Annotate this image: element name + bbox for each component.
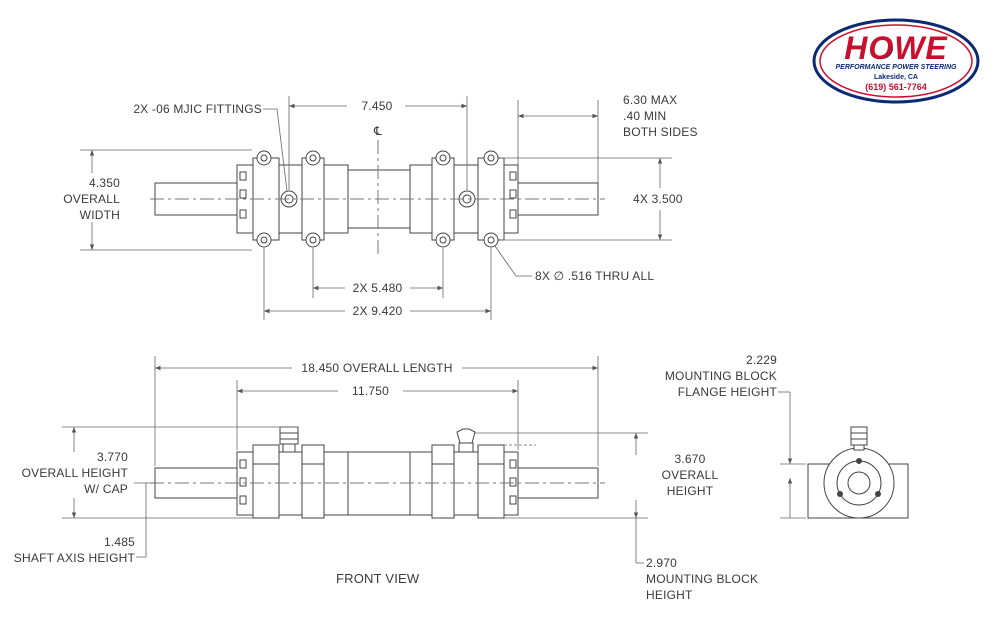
width-label-1: OVERALL (63, 192, 120, 206)
width-value: 4.350 (88, 176, 120, 190)
front-cap-fitting (279, 426, 299, 453)
side-fitting (850, 426, 868, 446)
mount-block-value: 2.970 (646, 556, 678, 570)
flange-value: 2.229 (745, 353, 777, 367)
height-cap-value: 3.770 (96, 450, 128, 464)
logo-brand: HOWE (844, 30, 948, 66)
top-view-dimensions (80, 96, 672, 320)
logo-oval (812, 18, 980, 104)
stroke-both-sides: BOTH SIDES (623, 125, 698, 139)
side-view (807, 426, 909, 519)
flange-label-1: MOUNTING BLOCK (664, 369, 777, 383)
fittings (280, 190, 476, 208)
centerline-symbol: ℄ (374, 124, 382, 138)
hole-note: 8X ∅ .516 THRU ALL (535, 269, 655, 283)
view-title: FRONT VIEW (336, 571, 420, 586)
stroke-min: .40 MIN (623, 109, 667, 123)
dim-body-length: 11.750 (351, 384, 389, 398)
side-view-dimensions (778, 391, 806, 519)
bolt-holes (256, 150, 499, 248)
front-jic-fitting (456, 428, 476, 453)
fittings-note: 2X -06 MJIC FITTINGS (133, 102, 262, 116)
logo-tagline: PERFORMANCE POWER STEERING (835, 64, 957, 71)
height-cap-label-2: W/ CAP (84, 482, 128, 496)
shaft-axis-label: SHAFT AXIS HEIGHT (13, 551, 135, 565)
dim-7450: 7.450 (350, 99, 404, 114)
mount-block-label-1: MOUNTING BLOCK (646, 572, 759, 586)
top-view (150, 140, 605, 255)
howe-logo: HOWE PERFORMANCE POWER STEERING Lakeside… (812, 18, 980, 104)
mount-block-label-2: HEIGHT (646, 588, 693, 602)
height-label-2: HEIGHT (666, 484, 714, 498)
front-view (150, 426, 605, 519)
dim-inner-spacing: 2X 5.480 (352, 281, 403, 295)
shaft-axis-value: 1.485 (103, 535, 135, 549)
stroke-max: 6.30 MAX (623, 93, 678, 107)
dim-overall-length: 18.450 OVERALL LENGTH (301, 361, 453, 375)
flange-label-2: FLANGE HEIGHT (677, 385, 777, 399)
logo-phone: (619) 561-7764 (865, 82, 927, 92)
steering-wheel-icon (871, 37, 893, 59)
front-view-dimensions (62, 356, 648, 564)
dim-outer-spacing: 2X 9.420 (352, 304, 403, 318)
bolt-spacing: 4X 3.500 (633, 192, 683, 206)
height-label-1: OVERALL (661, 468, 719, 482)
height-value: 3.670 (674, 452, 706, 466)
height-cap-label-1: OVERALL HEIGHT (21, 466, 128, 480)
width-label-2: WIDTH (79, 208, 120, 222)
logo-city: Lakeside, CA (874, 74, 918, 81)
